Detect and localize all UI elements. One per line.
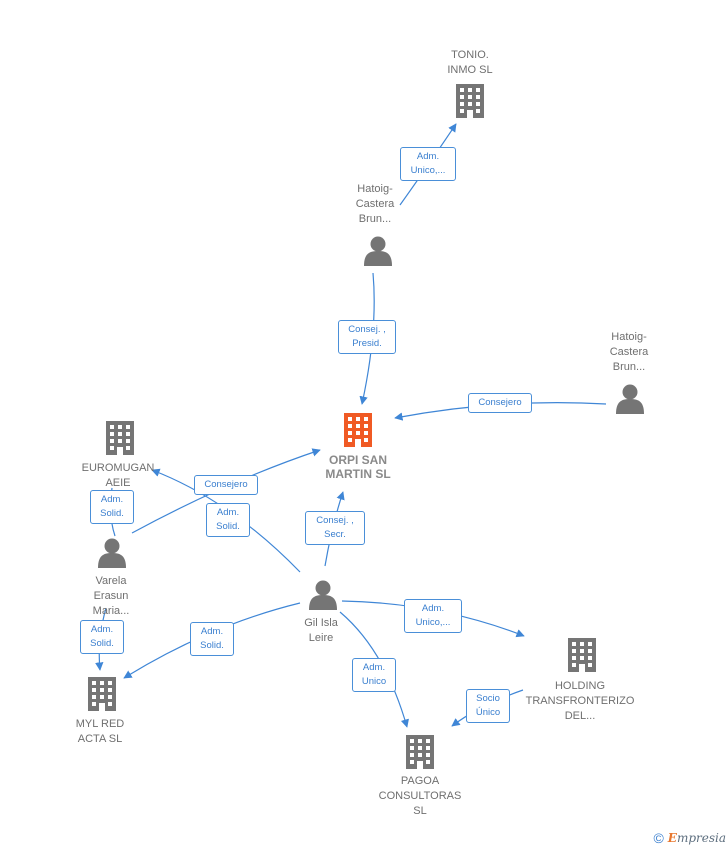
varela-person-icon[interactable] — [98, 538, 126, 569]
holding-building-icon[interactable] — [568, 638, 596, 672]
orpi-building-icon[interactable] — [344, 413, 372, 447]
node-label-hatoig1[interactable]: Hatoig- Castera Brun... — [355, 183, 395, 225]
node-label-hatoig2[interactable]: Hatoig- Castera Brun... — [609, 331, 649, 373]
edge-label-gil-euromugan[interactable]: Adm. Solid. — [206, 503, 250, 537]
node-label-tonio[interactable]: TONIO. INMO SL — [447, 49, 493, 76]
node-label-varela[interactable]: Varela Erasun Maria... — [92, 575, 130, 617]
gil-person-icon[interactable] — [309, 580, 337, 611]
node-label-holding[interactable]: HOLDING TRANSFRONTERIZO DEL... — [525, 680, 635, 722]
edge-label-hatoig1-orpi[interactable]: Consej. , Presid. — [338, 320, 396, 354]
edge-label-varela-myl[interactable]: Adm. Solid. — [80, 620, 124, 654]
node-label-myl[interactable]: MYL RED ACTA SL — [75, 718, 125, 745]
edge-label-holding-pagoa[interactable]: Socio Único — [466, 689, 510, 723]
edge-label-varela-euromugan[interactable]: Adm. Solid. — [90, 490, 134, 524]
edge-label-gil-holding[interactable]: Adm. Unico,... — [404, 599, 462, 633]
footer-brand: © Empresia — [653, 830, 726, 846]
pagoa-building-icon[interactable] — [406, 735, 434, 769]
copyright-icon: © — [653, 830, 664, 846]
hatoig2-person-icon[interactable] — [616, 384, 644, 415]
edge-label-hatoig1-tonio[interactable]: Adm. Unico,... — [400, 147, 456, 181]
brand-logo[interactable]: Empresia — [667, 831, 726, 845]
edge-label-gil-orpi[interactable]: Consej. , Secr. — [305, 511, 365, 545]
edge-label-hatoig2-orpi[interactable]: Consejero — [468, 393, 532, 413]
hatoig1-person-icon[interactable] — [364, 236, 392, 267]
node-label-orpi[interactable]: ORPI SAN MARTIN SL — [325, 453, 391, 481]
tonio-building-icon[interactable] — [456, 84, 484, 118]
node-label-pagoa[interactable]: PAGOA CONSULTORAS SL — [378, 775, 462, 817]
edge-label-gil-myl[interactable]: Adm. Solid. — [190, 622, 234, 656]
edge-label-varela-orpi[interactable]: Consejero — [194, 475, 258, 495]
myl-building-icon[interactable] — [88, 677, 116, 711]
euromugan-building-icon[interactable] — [106, 421, 134, 455]
edge-label-gil-pagoa[interactable]: Adm. Unico — [352, 658, 396, 692]
node-label-gil[interactable]: Gil Isla Leire — [304, 617, 338, 644]
node-label-euromugan[interactable]: EUROMUGAN AEIE — [81, 462, 155, 489]
